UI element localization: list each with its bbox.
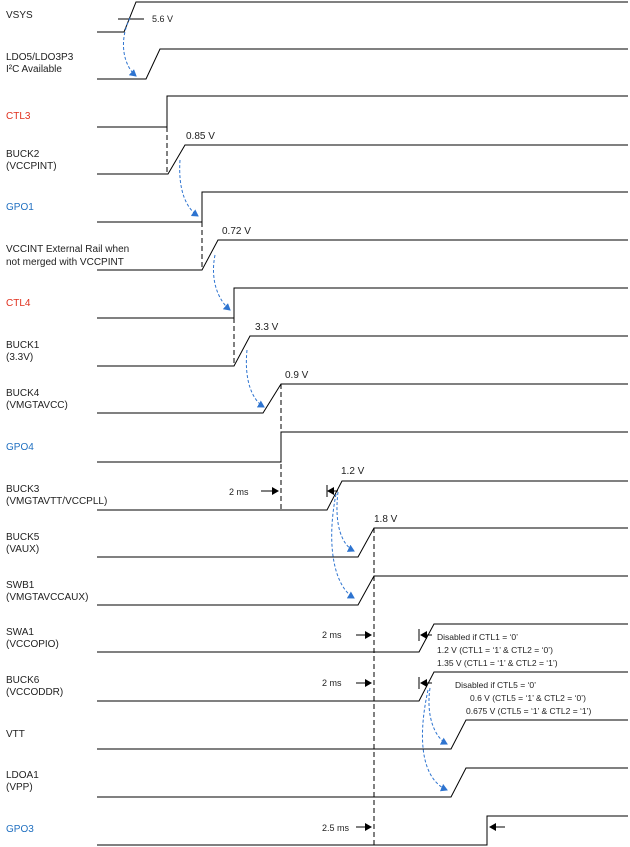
delay-label-buck6: 2 ms bbox=[322, 678, 342, 688]
signal-label-vsys: VSYS bbox=[6, 10, 33, 21]
alignment-lines bbox=[166, 127, 375, 847]
voltage-label-buck3: 1.2 V bbox=[341, 466, 365, 477]
waveform-swb1 bbox=[97, 575, 628, 606]
waveform-gpo3 bbox=[97, 815, 628, 846]
waveform-buck1 bbox=[97, 335, 628, 367]
waveform-vtt bbox=[97, 719, 628, 750]
waveform-gpo1 bbox=[97, 191, 628, 223]
arrow-buck6-to-vtt bbox=[428, 687, 448, 745]
signal-label-buck2: BUCK2 bbox=[6, 149, 40, 160]
signal-label-buck1: BUCK1 bbox=[6, 340, 40, 351]
note-buck6-line3: 0.675 V (CTL5 = ‘1’ & CTL2 = ‘1’) bbox=[466, 706, 592, 716]
note-buck6-line1: Disabled if CTL5 = ‘0’ bbox=[455, 680, 536, 690]
signal-label-buck6: BUCK6 bbox=[6, 675, 40, 686]
signal-label-buck3-sub: (VMGTAVTT/VCCPLL) bbox=[6, 496, 107, 507]
waveforms bbox=[97, 1, 628, 846]
arrow-buck1-to-buck4 bbox=[245, 349, 265, 408]
signal-label-swa1: SWA1 bbox=[6, 627, 34, 638]
signal-label-swb1: SWB1 bbox=[6, 580, 35, 591]
signal-label-vccint-sub: not merged with VCCPINT bbox=[6, 257, 124, 268]
voltage-label-vccint: 0.72 V bbox=[222, 226, 251, 237]
signal-label-ldoa1: LDOA1 bbox=[6, 770, 39, 781]
signal-label-gpo1: GPO1 bbox=[6, 202, 34, 213]
signal-label-vccint: VCCINT External Rail when bbox=[6, 244, 129, 255]
signal-labels: VSYS LDO5/LDO3P3 I²C Available CTL3 BUCK… bbox=[6, 10, 129, 835]
waveform-vccint bbox=[97, 239, 628, 271]
note-swa1-line1: Disabled if CTL1 = ‘0’ bbox=[437, 632, 518, 642]
signal-label-buck3: BUCK3 bbox=[6, 484, 40, 495]
signal-label-swa1-sub: (VCCOPIO) bbox=[6, 639, 59, 650]
signal-label-buck5-sub: (VAUX) bbox=[6, 544, 39, 555]
signal-label-ldo5-sub: I²C Available bbox=[6, 64, 62, 75]
config-notes: Disabled if CTL1 = ‘0’ 1.2 V (CTL1 = ‘1’… bbox=[437, 632, 592, 716]
waveform-ctl3 bbox=[97, 95, 628, 128]
delay-label-gpo3: 2.5 ms bbox=[322, 823, 350, 833]
signal-label-ctl4: CTL4 bbox=[6, 298, 31, 309]
signal-label-buck2-sub: (VCCPINT) bbox=[6, 161, 57, 172]
signal-label-buck4-sub: (VMGTAVCC) bbox=[6, 400, 68, 411]
waveform-ctl4 bbox=[97, 287, 628, 319]
signal-label-gpo3: GPO3 bbox=[6, 824, 34, 835]
delay-label-swa1: 2 ms bbox=[322, 630, 342, 640]
waveform-buck3 bbox=[97, 480, 628, 511]
signal-label-gpo4: GPO4 bbox=[6, 442, 34, 453]
voltage-labels: 5.6 V 0.85 V 0.72 V 3.3 V 0.9 V 1.2 V 1.… bbox=[152, 14, 398, 525]
arrow-buck6-to-ldoa1 bbox=[422, 689, 448, 792]
delay-markers: 2 ms 2 ms 2 ms 2.5 ms bbox=[229, 485, 505, 833]
signal-label-ctl3: CTL3 bbox=[6, 111, 31, 122]
arrow-buck3-to-buck5 bbox=[336, 491, 355, 552]
note-buck6-line2: 0.6 V (CTL5 = ‘1’ & CTL2 = ‘0’) bbox=[470, 693, 586, 703]
signal-label-buck5: BUCK5 bbox=[6, 532, 40, 543]
voltage-label-buck1: 3.3 V bbox=[255, 322, 279, 333]
voltage-label-buck4: 0.9 V bbox=[285, 370, 309, 381]
signal-label-swb1-sub: (VMGTAVCCAUX) bbox=[6, 592, 88, 603]
voltage-label-buck2: 0.85 V bbox=[186, 131, 215, 142]
arrow-buck2-to-gpo1 bbox=[179, 159, 199, 217]
signal-label-buck4: BUCK4 bbox=[6, 388, 40, 399]
arrow-vccint-to-ctl4 bbox=[213, 254, 231, 311]
waveform-buck2 bbox=[97, 144, 628, 175]
voltage-label-vsys: 5.6 V bbox=[152, 14, 173, 24]
signal-label-ldo5: LDO5/LDO3P3 bbox=[6, 52, 74, 63]
signal-label-buck6-sub: (VCCODDR) bbox=[6, 687, 63, 698]
waveform-buck5 bbox=[97, 527, 628, 558]
note-swa1-line2: 1.2 V (CTL1 = ‘1’ & CTL2 = ‘0’) bbox=[437, 645, 553, 655]
arrow-vsys-to-ldo5 bbox=[123, 17, 137, 77]
signal-label-ldoa1-sub: (VPP) bbox=[6, 782, 33, 793]
waveform-gpo4 bbox=[97, 431, 628, 463]
waveform-buck4 bbox=[97, 383, 628, 414]
waveform-vsys bbox=[97, 1, 628, 33]
dependency-arrows bbox=[123, 17, 448, 792]
note-swa1-line3: 1.35 V (CTL1 = ‘1’ & CTL2 = ‘1’) bbox=[437, 658, 558, 668]
signal-label-buck1-sub: (3.3V) bbox=[6, 352, 33, 363]
waveform-ldoa1 bbox=[97, 767, 628, 798]
voltage-label-buck5: 1.8 V bbox=[374, 514, 398, 525]
signal-label-vtt: VTT bbox=[6, 729, 25, 740]
arrow-buck3-to-swb1 bbox=[331, 493, 355, 599]
delay-label-buck3: 2 ms bbox=[229, 487, 249, 497]
waveform-ldo5 bbox=[97, 48, 628, 80]
